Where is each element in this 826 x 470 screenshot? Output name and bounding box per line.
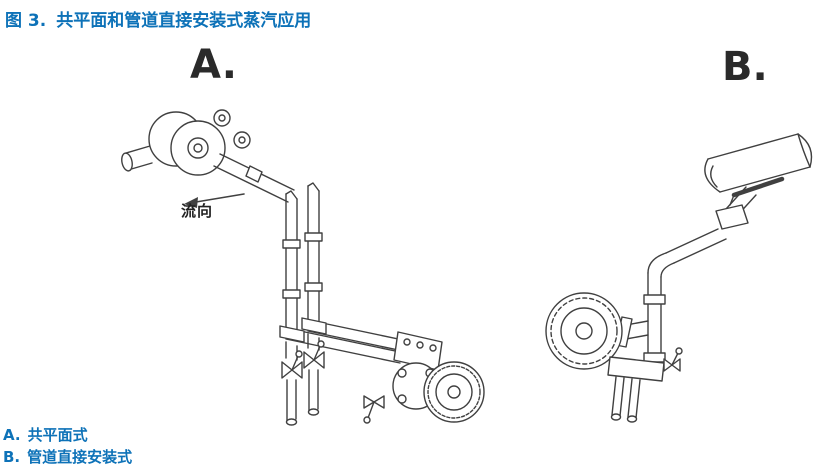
legend-item-b: B. 管道直接安装式 [3,446,132,468]
transmitter-b [545,292,649,370]
impulse-legs [282,182,323,335]
figure-number: 图 3. [5,11,47,31]
flow-arrow [184,193,245,208]
legend-letter: B. [3,448,21,466]
transmitter-a [363,331,485,424]
diagram-a-label: A. [190,42,237,88]
process-pipe [704,133,813,193]
figure-title-text: 共平面和管道直接安装式蒸汽应用 [56,11,312,31]
drain-fittings [607,347,683,423]
legend-item-a: A. 共平面式 [3,424,132,446]
diagram-a-drawing [121,109,485,426]
valve-to-pipe [665,228,727,264]
isolation-valve [715,176,785,230]
drain-legs [281,333,325,426]
flange-to-leg-pipe [213,153,295,203]
figure-title: 图 3. 共平面和管道直接安装式蒸汽应用 [5,6,311,31]
legend-text: 共平面式 [27,426,88,444]
diagram-b-drawing [545,133,813,423]
flow-direction-label: 流向 [181,202,214,220]
legend-letter: A. [3,426,21,444]
diagram-b-label: B. [722,44,768,90]
legend-text: 管道直接安装式 [27,448,133,466]
figure-legend: A. 共平面式 B. 管道直接安装式 [3,424,132,468]
vertical-pipe [643,252,675,372]
orifice-flange-assembly [121,109,251,176]
